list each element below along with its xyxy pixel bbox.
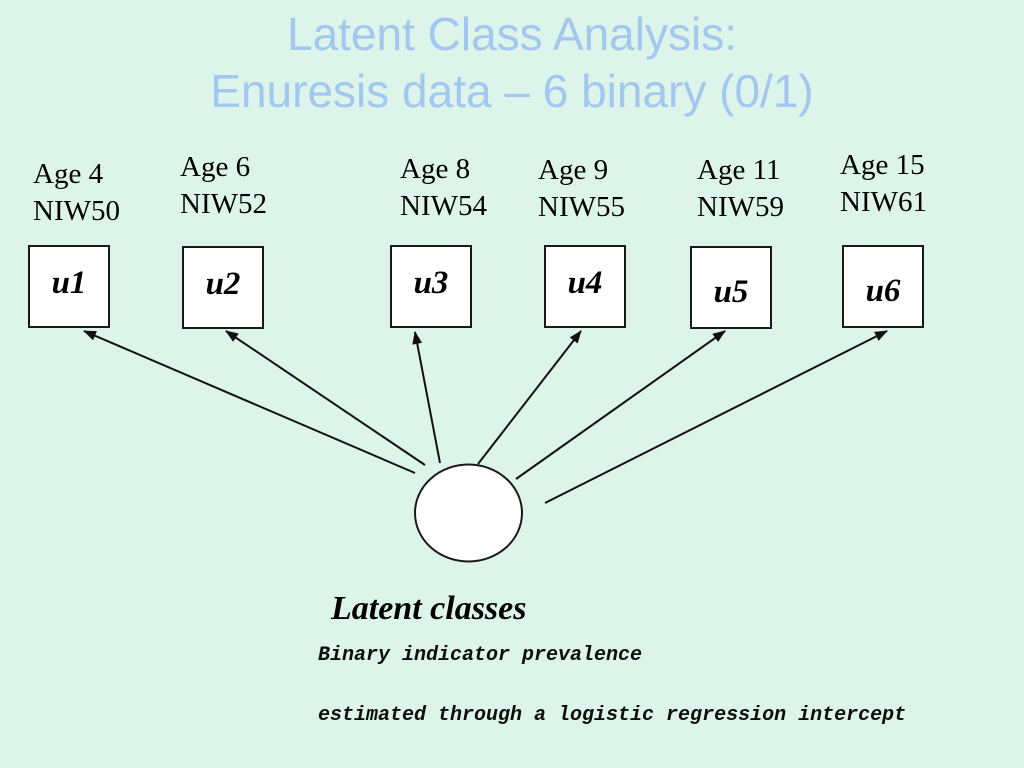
- node-u2-label: u2: [205, 266, 241, 302]
- indicator-age: Age 15: [840, 149, 925, 181]
- indicator-label-u6: Age 15 NIW61: [840, 147, 927, 221]
- indicator-label-u4: Age 9 NIW55: [538, 152, 625, 226]
- edge-latent-to-u3: [412, 331, 441, 464]
- node-u1-label: u1: [51, 265, 87, 301]
- logistic-intercept-note: estimated through a logistic regression …: [318, 704, 907, 727]
- node-u6: u6: [842, 245, 924, 328]
- latent-class-circle: [414, 463, 523, 563]
- node-u3: u3: [390, 245, 472, 328]
- node-u1: u1: [28, 245, 110, 328]
- indicator-age: Age 9: [538, 154, 609, 186]
- node-u4: u4: [544, 245, 626, 328]
- node-u3-label: u3: [413, 265, 449, 301]
- node-u2: u2: [182, 246, 264, 329]
- indicator-age: Age 11: [697, 154, 781, 186]
- latent-classes-caption: Latent classes: [331, 590, 527, 627]
- slide-title-line1: Latent Class Analysis:: [286, 8, 737, 60]
- indicator-code: NIW55: [538, 191, 625, 223]
- node-u6-label: u6: [865, 273, 901, 309]
- indicator-code: NIW54: [400, 190, 487, 222]
- indicator-code: NIW50: [33, 195, 120, 227]
- node-u5: u5: [690, 246, 772, 329]
- indicator-label-u2: Age 6 NIW52: [180, 149, 267, 223]
- indicator-label-u1: Age 4 NIW50: [33, 156, 120, 230]
- indicator-code: NIW52: [180, 188, 267, 220]
- indicator-label-u3: Age 8 NIW54: [400, 151, 487, 225]
- indicator-code: NIW59: [697, 191, 784, 223]
- edge-latent-to-u4: [477, 330, 582, 465]
- slide-title: Latent Class Analysis: Enuresis data – 6…: [0, 6, 1024, 119]
- indicator-age: Age 4: [33, 158, 104, 190]
- edge-latent-to-u6: [544, 330, 888, 504]
- node-u5-label: u5: [713, 274, 749, 310]
- node-u4-label: u4: [567, 265, 603, 301]
- indicator-code: NIW61: [840, 186, 927, 218]
- edge-latent-to-u2: [225, 330, 426, 466]
- edge-latent-to-u1: [83, 330, 416, 474]
- indicator-label-u5: Age 11 NIW59: [697, 152, 784, 226]
- indicator-age: Age 6: [180, 151, 251, 183]
- slide-title-line2: Enuresis data – 6 binary (0/1): [210, 64, 814, 117]
- binary-prevalence-note: Binary indicator prevalence: [318, 644, 643, 667]
- indicator-age: Age 8: [400, 153, 471, 185]
- edge-latent-to-u5: [515, 330, 726, 480]
